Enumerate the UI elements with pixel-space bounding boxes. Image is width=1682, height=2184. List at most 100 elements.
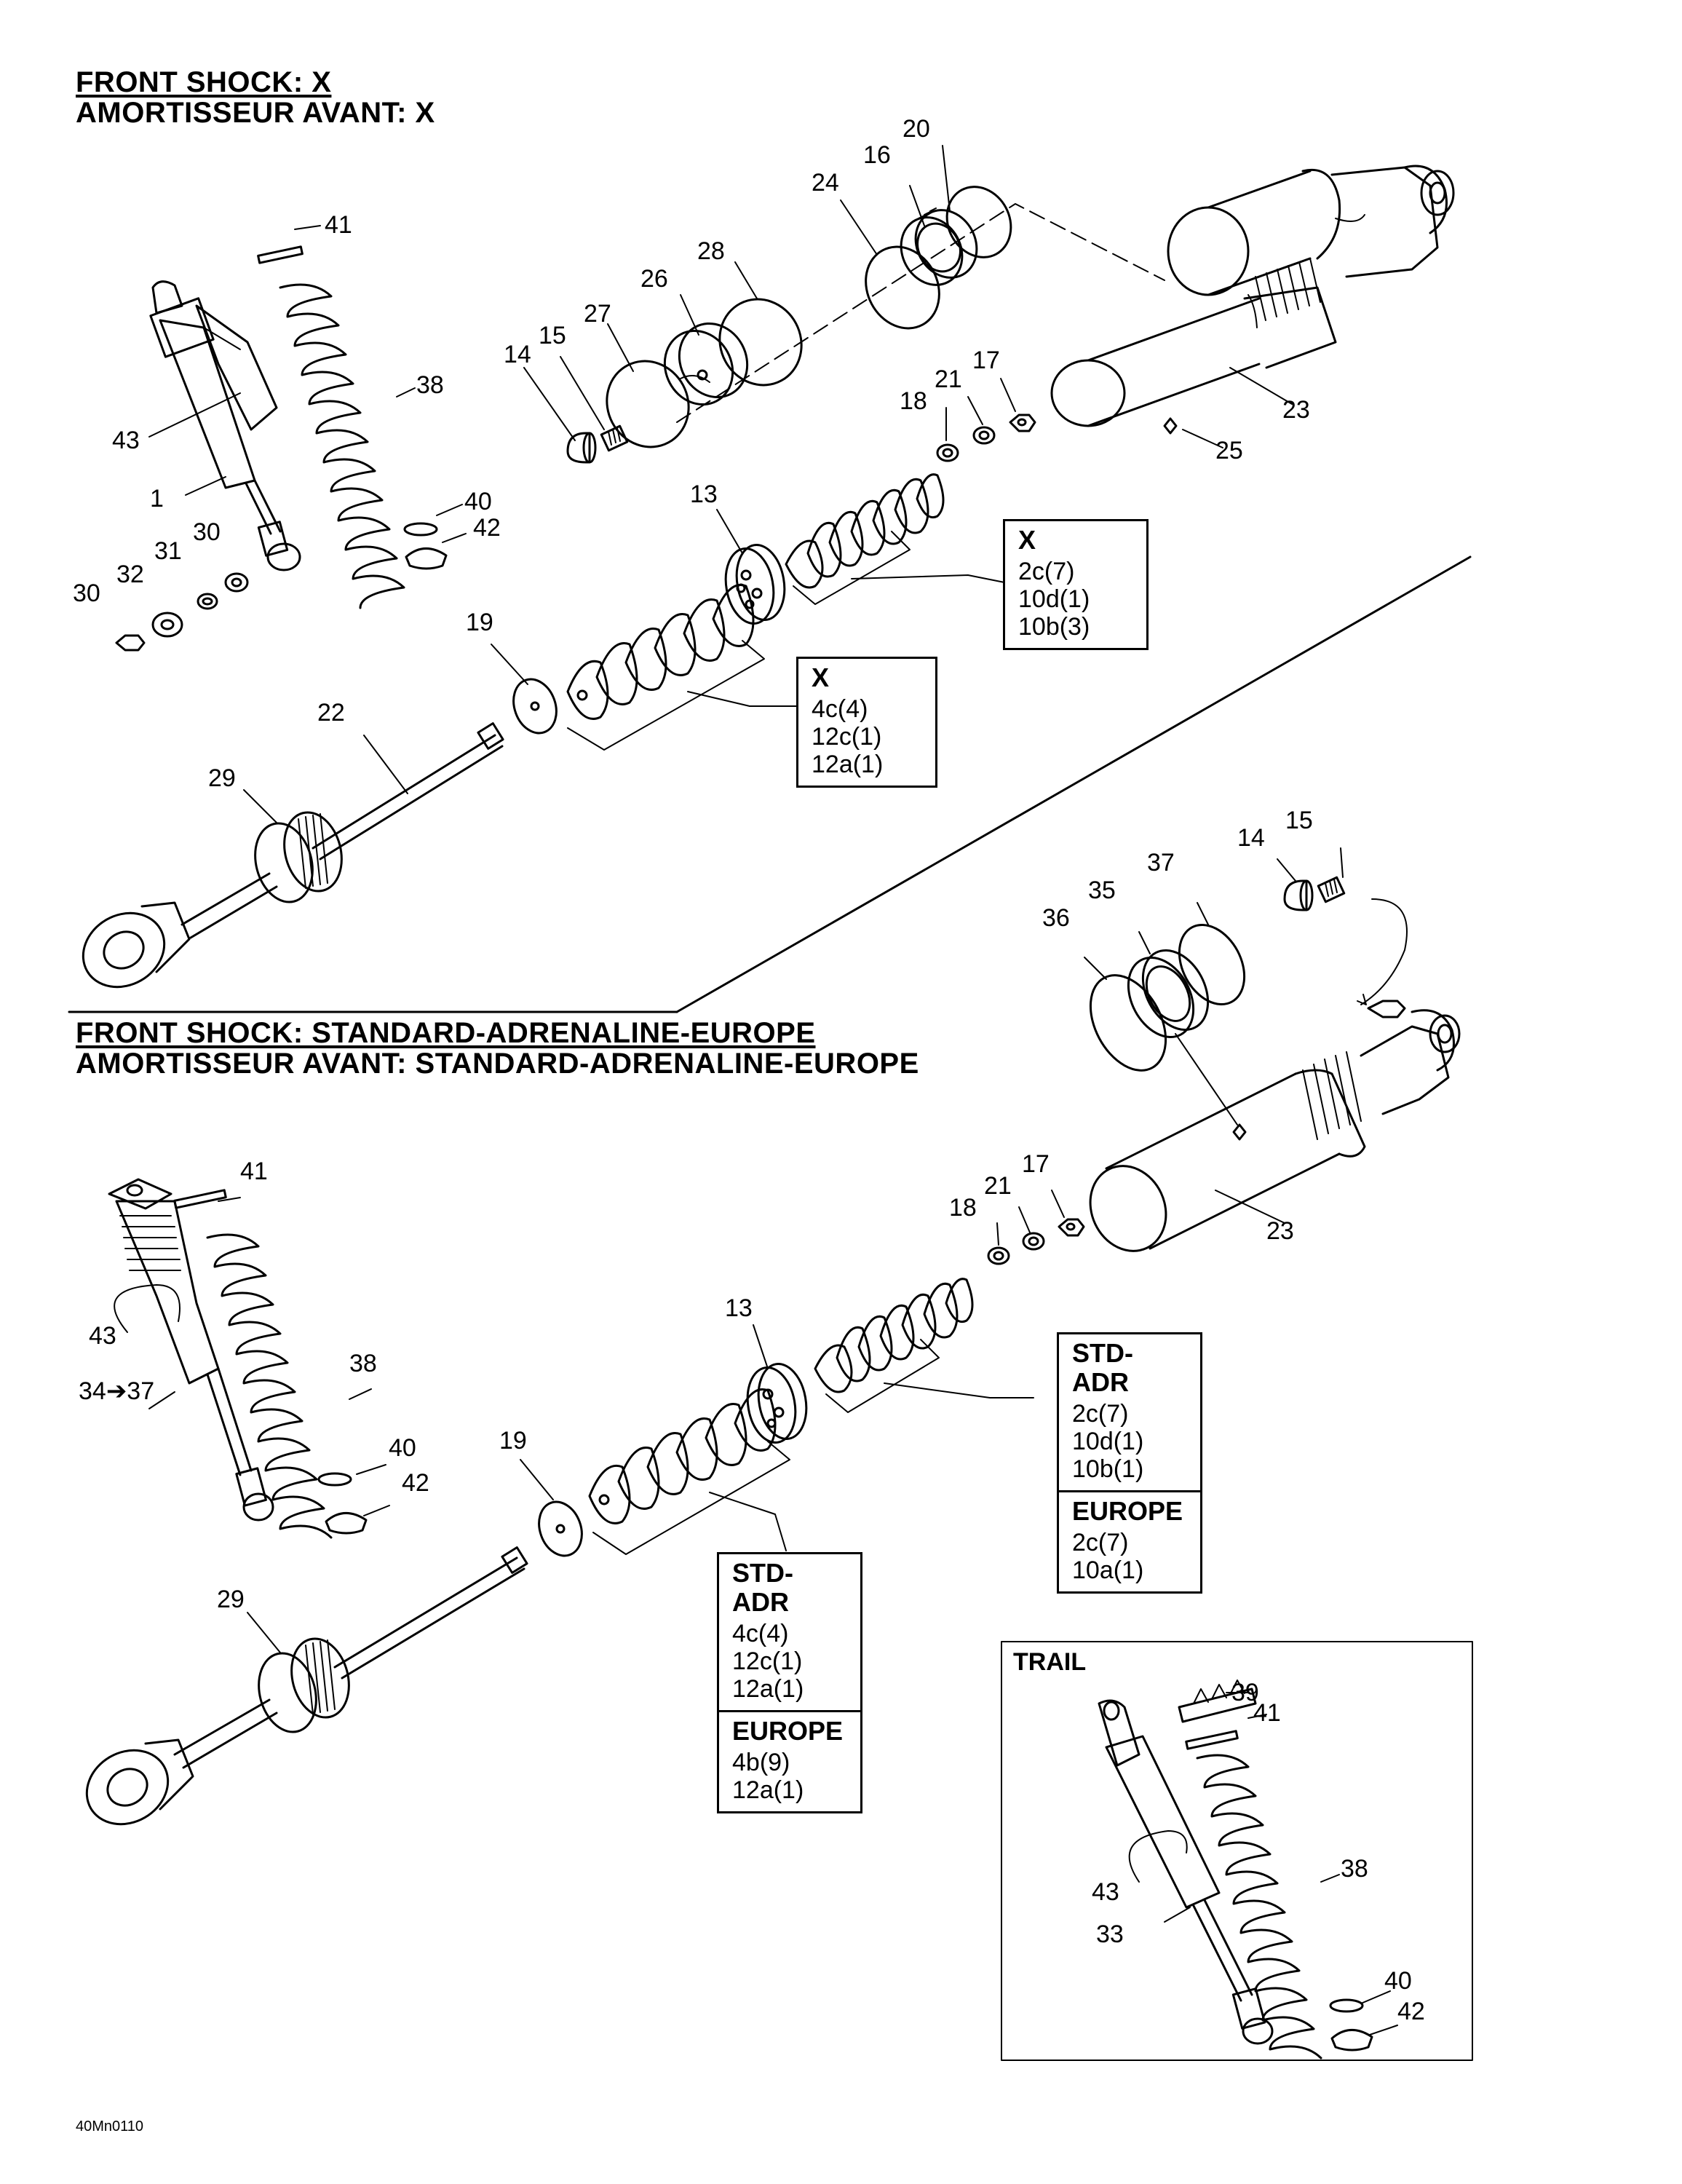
code-line: 2c(7)	[1072, 1529, 1129, 1556]
codes-box-std-right: STD-ADR 2c(7) 10d(1) 10b(1) EUROPE 2c(7)…	[1057, 1332, 1202, 1594]
eyelet-hardware-x	[115, 572, 249, 652]
rod-eye-x	[82, 901, 191, 989]
callout-19-x: 19	[466, 609, 493, 636]
washer-18-std	[987, 1246, 1010, 1265]
spring-38-x	[279, 283, 405, 609]
washer-40-std	[317, 1472, 352, 1487]
callout-22-x: 22	[317, 699, 345, 727]
code-line: 12a(1)	[812, 751, 884, 778]
cup-42-std	[325, 1512, 368, 1535]
bracket-lines-std	[592, 1339, 1034, 1555]
code-line: 4c(4)	[812, 695, 868, 723]
clip-39-trail	[1178, 1679, 1257, 1723]
callout-21-x: 21	[935, 365, 962, 393]
washer-40-trail	[1329, 1998, 1364, 2013]
oring-27-x	[606, 360, 690, 448]
oring-37-std	[1178, 923, 1246, 1006]
cap-14-std	[1283, 879, 1314, 911]
shim-stack-right-x	[785, 473, 945, 589]
cup-42-x	[405, 547, 448, 570]
shock-assembly-small-x	[149, 280, 301, 571]
leader-lines-x	[148, 145, 1293, 823]
oring-28-x	[718, 298, 803, 387]
callout-29-std: 29	[217, 1586, 245, 1613]
callout-13-std: 13	[725, 1294, 753, 1322]
codes-box-x-left: X 4c(4) 12c(1) 12a(1)	[796, 657, 937, 788]
washer-19-std	[538, 1500, 583, 1557]
callout-14-x: 14	[504, 341, 531, 368]
callout-25-x: 25	[1215, 437, 1243, 464]
callout-38-std: 38	[349, 1350, 377, 1377]
callout-33-trail: 33	[1096, 1920, 1124, 1948]
code-line: 10b(1)	[1072, 1455, 1144, 1483]
callout-18-std: 18	[949, 1194, 977, 1222]
code-line: 12a(1)	[732, 1776, 804, 1804]
callout-42-std: 42	[402, 1469, 429, 1497]
callout-24-x: 24	[812, 169, 839, 197]
callout-37-std: 37	[1147, 849, 1175, 877]
callout-19-std: 19	[499, 1427, 527, 1455]
washer-21-x	[972, 426, 996, 445]
callout-29-x: 29	[208, 764, 236, 792]
bracket-lines-x	[567, 531, 1005, 751]
callout-1-x: 1	[150, 485, 164, 513]
screw-15-std	[1317, 876, 1346, 903]
rod-eye-std	[85, 1738, 194, 1826]
callout-18-x: 18	[900, 387, 927, 415]
callout-39-trail: 39	[1231, 1679, 1259, 1706]
callout-41-x: 41	[325, 211, 352, 239]
callout-32-x: 32	[116, 561, 144, 588]
shock-body-23-x	[1050, 165, 1455, 435]
washer-18-x	[936, 443, 959, 462]
oring-20-x	[945, 186, 1012, 258]
cup-42-trail	[1330, 2029, 1373, 2052]
callout-43-std: 43	[89, 1322, 116, 1350]
code-line: 2c(7)	[1018, 558, 1075, 585]
code-line: 12c(1)	[812, 723, 882, 751]
figure-id: 40Mn0110	[76, 2118, 144, 2134]
callout-40-trail: 40	[1384, 1967, 1412, 1995]
callout-16-x: 16	[863, 141, 891, 169]
leader-lines-trail	[1128, 1692, 1398, 2035]
codes-box-header: X	[1018, 525, 1036, 555]
seal-head-35-std	[1127, 949, 1210, 1039]
screw-15-x	[600, 424, 629, 452]
bearing-29-x	[254, 811, 343, 903]
valve-13-x	[724, 543, 786, 625]
codes-box-header: EUROPE	[732, 1716, 844, 1746]
shim-stack-right-std	[814, 1278, 974, 1393]
callout-23-std: 23	[1266, 1217, 1294, 1245]
shim-stack-left-x	[566, 584, 755, 720]
arrow-curve-std	[1360, 898, 1408, 1005]
shaft-std	[173, 1546, 528, 1769]
title-x-fr: AMORTISSEUR AVANT: X	[76, 97, 435, 129]
code-line: 12c(1)	[732, 1647, 803, 1675]
title-x: FRONT SHOCK: X AMORTISSEUR AVANT: X	[76, 67, 435, 128]
valve-13-std	[746, 1362, 808, 1444]
callout-20-x: 20	[903, 115, 930, 143]
code-line: 4b(9)	[732, 1749, 790, 1776]
spring-38-trail	[1196, 1754, 1322, 2060]
codes-box-std-left: STD-ADR 4c(4) 12c(1) 12a(1) EUROPE 4b(9)…	[717, 1552, 862, 1813]
callout-14-std: 14	[1237, 824, 1265, 852]
shock-body-23-std	[1089, 1000, 1461, 1252]
callout-21-std: 21	[984, 1172, 1012, 1200]
washer-40-x	[403, 522, 438, 537]
callout-23-x: 23	[1282, 396, 1310, 424]
callout-15-x: 15	[539, 322, 566, 349]
callout-17-x: 17	[972, 347, 1000, 374]
callout-31-x: 31	[154, 537, 182, 565]
callout-42-x: 42	[473, 514, 501, 542]
callout-43-trail: 43	[1092, 1878, 1119, 1906]
seal-24-x	[865, 245, 940, 330]
title-std-en: FRONT SHOCK: STANDARD-ADRENALINE-EUROPE	[76, 1017, 816, 1049]
code-line: 10d(1)	[1072, 1428, 1144, 1455]
code-line: 10d(1)	[1018, 585, 1090, 613]
title-x-en: FRONT SHOCK: X	[76, 66, 332, 98]
trail-shock-assembly	[1098, 1699, 1274, 2045]
callout-36-std: 36	[1042, 904, 1070, 932]
callout-43-x: 43	[112, 427, 140, 454]
codes-box-header: EUROPE	[1072, 1496, 1183, 1526]
nut-17-x	[1009, 414, 1036, 432]
